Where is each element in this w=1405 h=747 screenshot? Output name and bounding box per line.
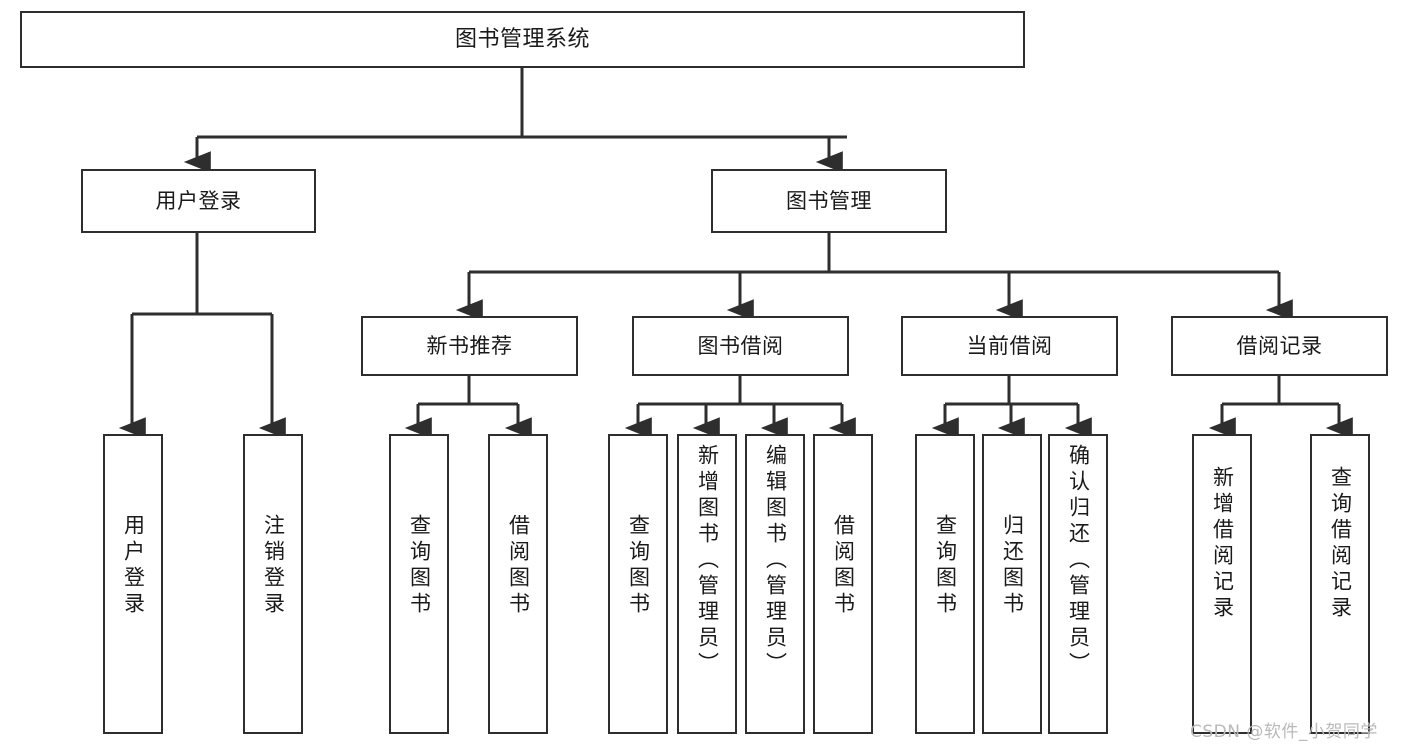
node-label: 图书管理 [786,188,872,213]
leaf-current-borrow-confirm-return-admin[interactable]: 确认归还（管理员） [1048,434,1108,734]
node-label: 查询图书 [933,514,958,618]
node-label: 查询图书 [626,514,651,618]
leaf-borrow-record-add-record[interactable]: 新增借阅记录 [1192,434,1252,734]
leaf-new-book-query-book[interactable]: 查询图书 [389,434,449,734]
node-label: 新增图书（管理员） [695,444,720,678]
node-label: 借阅记录 [1236,333,1323,358]
leaf-new-book-borrow-book[interactable]: 借阅图书 [488,434,548,734]
node-label: 当前借阅 [966,333,1053,358]
node-label: 确认归还（管理员） [1066,444,1091,678]
node-label: 归还图书 [1000,514,1025,618]
node-label: 查询借阅记录 [1328,466,1353,622]
node-label: 新增借阅记录 [1210,466,1235,622]
node-current-borrow[interactable]: 当前借阅 [901,316,1118,376]
node-root-system[interactable]: 图书管理系统 [20,11,1025,68]
leaf-book-borrow-edit-book-admin[interactable]: 编辑图书（管理员） [745,434,805,734]
node-label: 新书推荐 [426,333,513,358]
node-user-login[interactable]: 用户登录 [81,169,316,233]
leaf-user-login-login[interactable]: 用户登录 [103,434,163,734]
node-label: 图书管理系统 [454,26,590,52]
node-label: 注销登录 [261,514,286,618]
node-label: 查询图书 [407,514,432,618]
csdn-watermark: CSDN @软件_小贺同学 [1190,722,1378,742]
leaf-current-borrow-return-book[interactable]: 归还图书 [982,434,1042,734]
node-label: 用户登录 [121,514,146,618]
leaf-current-borrow-query-book[interactable]: 查询图书 [915,434,975,734]
node-label: 图书借阅 [697,333,784,358]
leaf-book-borrow-add-book-admin[interactable]: 新增图书（管理员） [677,434,737,734]
node-book-borrow[interactable]: 图书借阅 [632,316,849,376]
node-label: 编辑图书（管理员） [763,444,788,678]
leaf-borrow-record-query-record[interactable]: 查询借阅记录 [1310,434,1370,734]
node-label: 用户登录 [155,188,242,213]
node-label: 借阅图书 [831,514,856,618]
node-book-management[interactable]: 图书管理 [711,169,947,233]
node-new-book-recommend[interactable]: 新书推荐 [361,316,578,376]
node-label: 借阅图书 [506,514,531,618]
node-borrow-record[interactable]: 借阅记录 [1171,316,1388,376]
leaf-book-borrow-borrow-book[interactable]: 借阅图书 [813,434,873,734]
leaf-book-borrow-query-book[interactable]: 查询图书 [608,434,668,734]
leaf-user-login-logout[interactable]: 注销登录 [243,434,303,734]
